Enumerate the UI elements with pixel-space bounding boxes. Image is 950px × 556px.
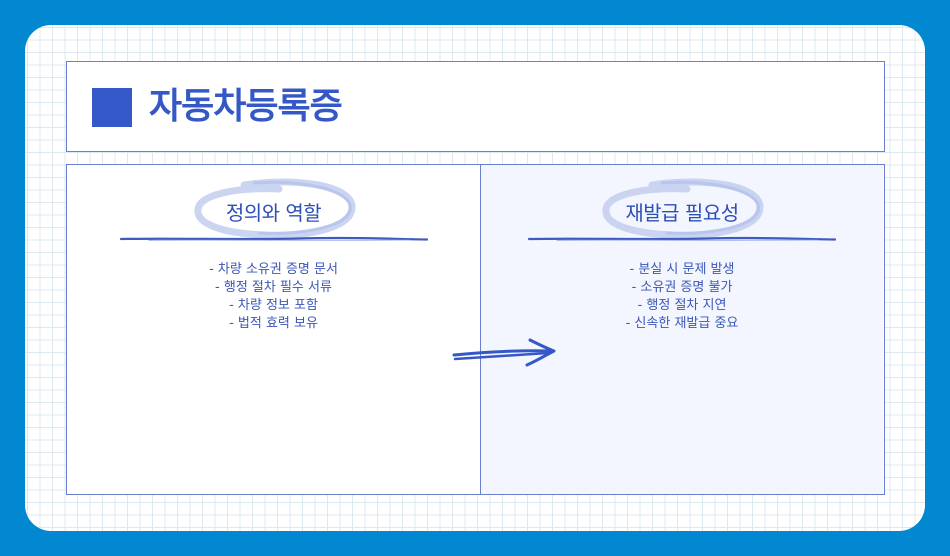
list-item: - 차량 소유권 증명 문서	[209, 262, 338, 277]
item-list: - 분실 시 문제 발생 - 소유권 증명 불가 - 행정 절차 지연 - 신속…	[481, 261, 883, 333]
list-item: - 법적 효력 보유	[229, 316, 318, 331]
title-panel: 자동차등록증	[66, 61, 885, 152]
hand-drawn-arrow-right-icon	[452, 338, 556, 367]
column-definition: 정의와 역할 - 차량 소유권 증명 문서 - 행정 절차 필수 서류 - 차량…	[67, 165, 480, 494]
list-item: - 행정 절차 필수 서류	[215, 280, 332, 295]
brush-underline-icon	[527, 236, 837, 241]
page-title: 자동차등록증	[149, 86, 343, 127]
column-heading: 정의와 역할	[225, 201, 322, 225]
content-panel: 정의와 역할 - 차량 소유권 증명 문서 - 행정 절차 필수 서류 - 차량…	[66, 164, 885, 495]
item-list: - 차량 소유권 증명 문서 - 행정 절차 필수 서류 - 차량 정보 포함 …	[67, 261, 480, 333]
list-item: - 분실 시 문제 발생	[629, 262, 735, 277]
column-heading: 재발급 필요성	[625, 201, 739, 225]
list-item: - 행정 절차 지연	[637, 298, 727, 313]
column-reissue: 재발급 필요성 - 분실 시 문제 발생 - 소유권 증명 불가 - 행정 절차…	[480, 165, 883, 494]
list-item: - 신속한 재발급 중요	[625, 316, 739, 331]
brush-ellipse-icon	[193, 178, 356, 239]
square-bullet-icon	[92, 88, 132, 127]
heading-badge: 정의와 역할	[184, 177, 364, 241]
list-item: - 차량 정보 포함	[229, 298, 318, 313]
brush-underline-icon	[119, 236, 428, 241]
heading-badge: 재발급 필요성	[592, 177, 772, 241]
slide-card: 자동차등록증 정의와 역할 - 차량 소유권 증명 문서 - 행정 절차 필수 …	[25, 25, 925, 531]
brush-ellipse-icon	[602, 178, 764, 239]
list-item: - 소유권 증명 불가	[631, 280, 733, 295]
